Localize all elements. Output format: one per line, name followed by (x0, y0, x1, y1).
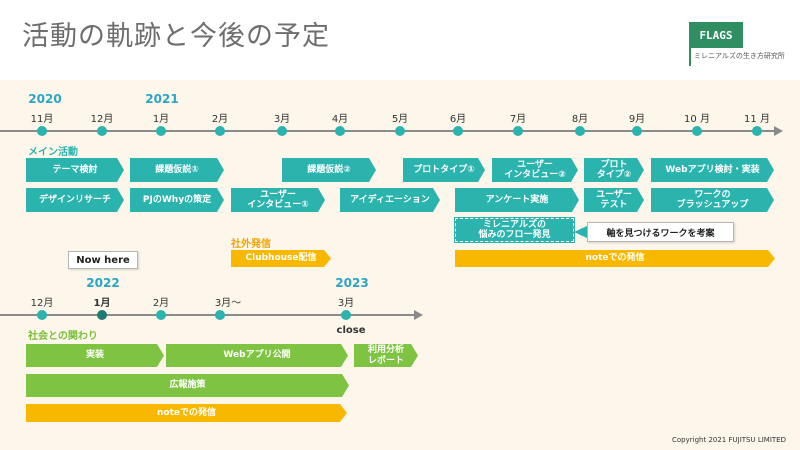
month-dot (395, 126, 405, 136)
month-label: 12月 (90, 114, 114, 125)
activity-survey: アンケート実施 (455, 188, 579, 212)
timeline-axis-2020 (0, 130, 776, 132)
month-label: 7月 (509, 114, 527, 125)
month-label: 9月 (628, 114, 646, 125)
year-label-2022: 2022 (86, 276, 120, 290)
month-label: 3月 (337, 298, 355, 309)
month-label: 5月 (391, 114, 409, 125)
month-dot (453, 126, 463, 136)
flags-logo: FLAGS (689, 22, 743, 48)
month-dot (513, 126, 523, 136)
callout-axis-work: 軸を見つけるワークを考案 (587, 222, 734, 242)
section-main-activity: メイン活動 (28, 147, 78, 158)
activity-user-interview-2: ユーザー インタビュー② (492, 158, 578, 182)
activity-prototype-1: プロトタイプ① (403, 158, 485, 182)
copyright: Copyright 2021 FUJITSU LIMITED (672, 436, 786, 444)
callout-pointer (574, 226, 587, 238)
now-here-marker: Now here (68, 251, 138, 269)
activity-prototype-2: プロト タイプ② (584, 158, 644, 182)
society-implementation: 実装 (26, 344, 164, 367)
external-note-2021: noteでの発信 (455, 250, 775, 267)
month-label-current: 1月 (93, 298, 111, 309)
activity-webapp-implementation: Webアプリ検討・実装 (651, 158, 774, 182)
month-label: 1月 (152, 114, 170, 125)
month-label: 10 月 (684, 114, 710, 125)
activity-user-interview-1: ユーザー インタビュー① (231, 188, 325, 212)
month-dot (277, 126, 287, 136)
millennial-flow-discovery: ミレニアルズの 悩みのフロー発見 (454, 217, 575, 243)
month-label: 8月 (571, 114, 589, 125)
year-label-2023: 2023 (335, 276, 369, 290)
society-webapp-release: Webアプリ公開 (166, 344, 348, 367)
activity-hypothesis-1: 課題仮説① (130, 158, 224, 182)
month-dot-current (97, 310, 107, 320)
society-pr: 広報施策 (26, 374, 349, 397)
month-dot (752, 126, 762, 136)
logo-subtitle: ミレニアルズの生き方研究所 (694, 52, 785, 60)
activity-user-test: ユーザー テスト (584, 188, 644, 212)
year-label-2020: 2020 (28, 92, 62, 106)
month-label: 11 月 (744, 114, 770, 125)
month-dot (575, 126, 585, 136)
month-label: 6月 (449, 114, 467, 125)
year-label-2021: 2021 (145, 92, 179, 106)
page-title: 活動の軌跡と今後の予定 (22, 21, 330, 52)
month-dot (37, 310, 47, 320)
activity-hypothesis-2: 課題仮説② (282, 158, 376, 182)
activity-work-brushup: ワークの ブラッシュアップ (651, 188, 774, 212)
month-label: 4月 (331, 114, 349, 125)
timeline-arrow (774, 126, 783, 136)
month-dot (632, 126, 642, 136)
month-label: 12月 (30, 298, 54, 309)
external-clubhouse: Clubhouse配信 (231, 250, 331, 267)
timeline-axis-2022 (0, 314, 416, 316)
month-dot (156, 126, 166, 136)
month-dot (341, 310, 351, 320)
timeline-arrow (414, 310, 423, 320)
month-label: 3月 (273, 114, 291, 125)
section-society: 社会との関わり (28, 331, 98, 342)
society-usage-report: 利用分析 レポート (354, 344, 418, 367)
month-label: 2月 (152, 298, 170, 309)
month-dot (37, 126, 47, 136)
section-external: 社外発信 (231, 239, 271, 250)
activity-ideation: アイディエーション (340, 188, 440, 212)
close-label: close (336, 325, 366, 336)
month-dot (215, 310, 225, 320)
activity-project-why: PJのWhyの策定 (130, 188, 224, 212)
month-label: 2月 (211, 114, 229, 125)
month-dot (692, 126, 702, 136)
month-dot (335, 126, 345, 136)
month-label: 3月～ (214, 298, 242, 309)
society-note: noteでの発信 (26, 404, 347, 422)
activity-theme-review: テーマ検討 (26, 158, 124, 182)
month-dot (215, 126, 225, 136)
month-dot (156, 310, 166, 320)
activity-design-research: デザインリサーチ (26, 188, 124, 212)
month-dot (97, 126, 107, 136)
month-label: 11月 (30, 114, 54, 125)
